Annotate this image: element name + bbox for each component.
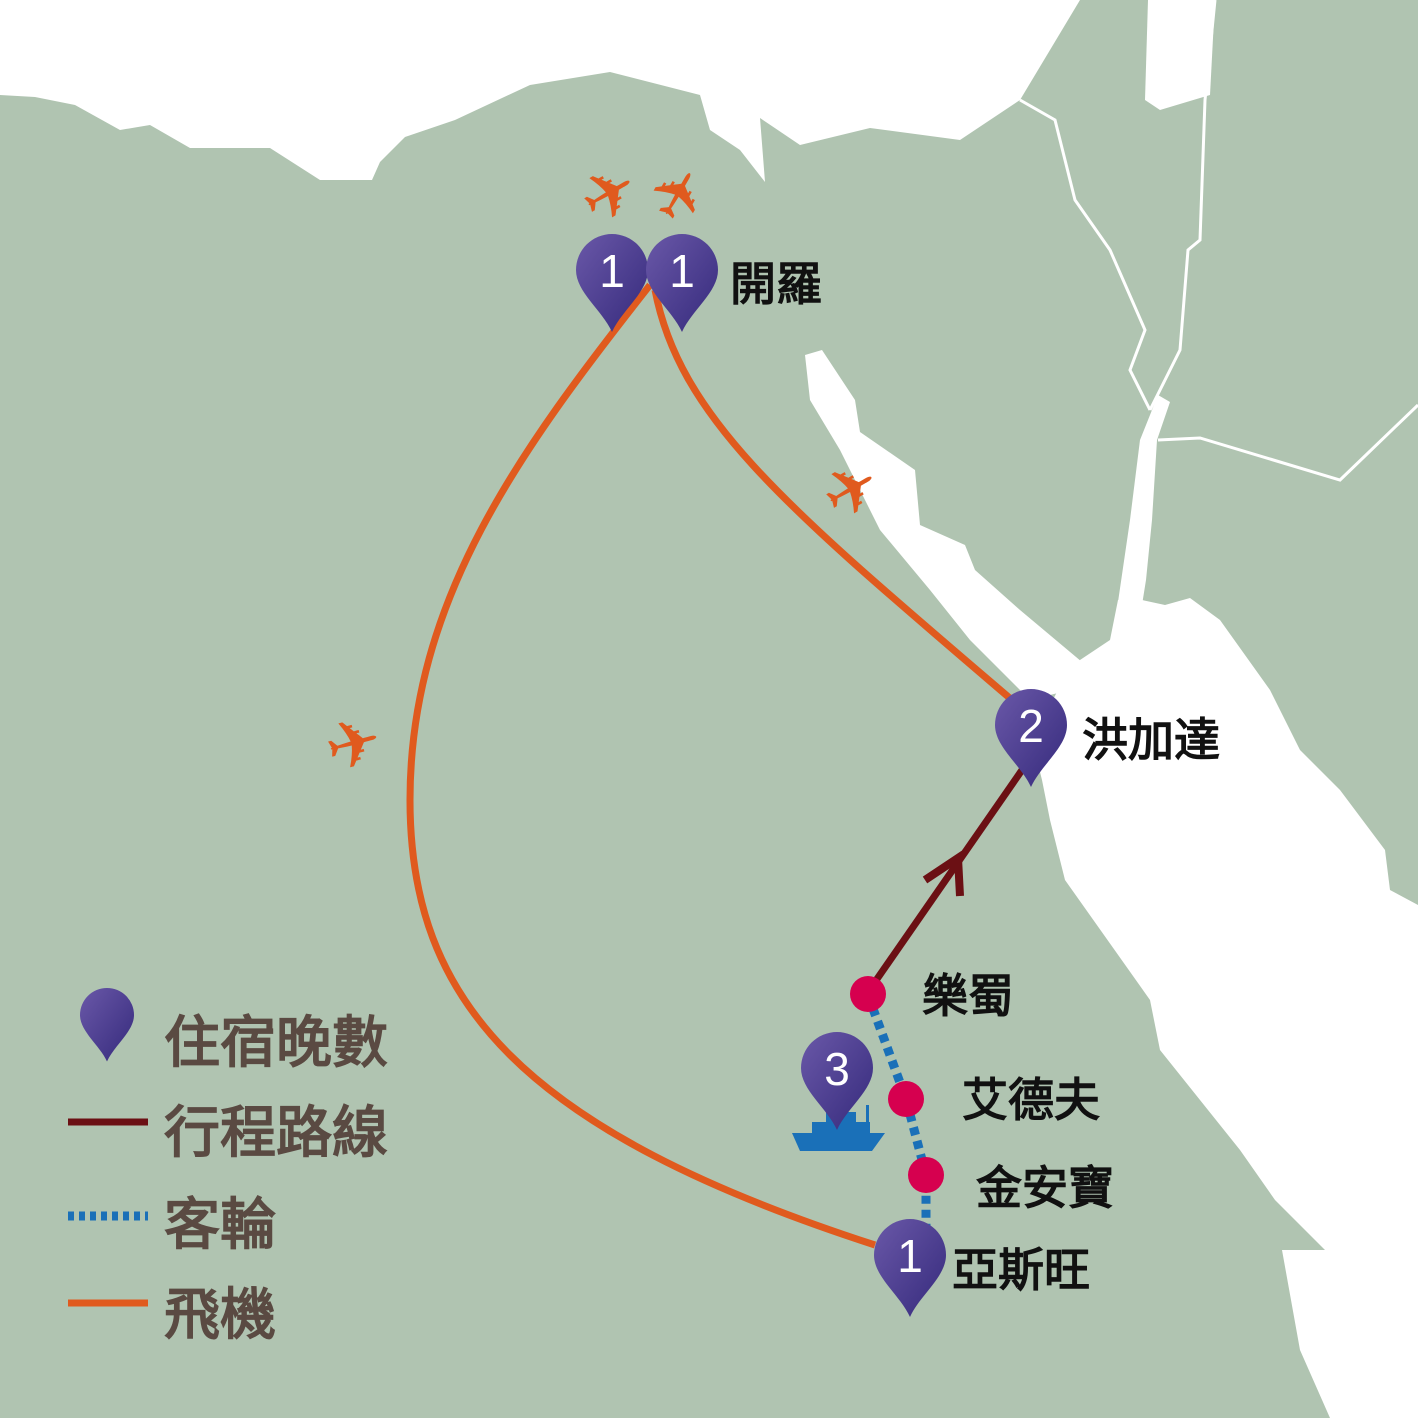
place-label-luxor: 樂蜀 [922, 969, 1014, 1023]
land-route-luxor-hurghada [865, 768, 1025, 994]
place-label-edfu: 艾德夫 [962, 1073, 1100, 1127]
ferry-route [863, 993, 931, 1228]
borders [1019, 0, 1418, 482]
legend-nights: 住宿晚數 [164, 1011, 388, 1076]
place-label-aswan: 亞斯旺 [952, 1243, 1090, 1297]
pin-count-cairo-1: 1 [599, 245, 625, 297]
pin-count-hurghada: 2 [1018, 700, 1044, 752]
flight-route-cairo-hurghada [651, 289, 1015, 703]
place-label-hurghada: 洪加達 [1082, 713, 1220, 767]
pin-count-cruise: 3 [824, 1043, 850, 1095]
pin-count-aswan: 1 [897, 1230, 923, 1282]
dead-sea [1145, 0, 1215, 110]
place-label-cairo: 開羅 [730, 257, 822, 311]
gulf-of-suez [805, 350, 1082, 700]
legend-flight: 飛機 [164, 1283, 276, 1348]
legend-pin-icon [80, 988, 134, 1062]
route-arrow-icon [922, 850, 964, 897]
legend-ferry: 客輪 [164, 1193, 276, 1258]
stop-kom-ombo [908, 1157, 944, 1193]
red-sea [1032, 598, 1418, 1418]
flight-route-aswan-cairo [406, 282, 877, 1249]
stop-edfu [888, 1081, 924, 1117]
gulf-of-aqaba [1118, 395, 1170, 605]
place-label-kom-ombo: 金安寶 [976, 1161, 1114, 1215]
legend-route: 行程路線 [164, 1101, 388, 1166]
stop-luxor [850, 976, 886, 1012]
pin-count-cairo-2: 1 [669, 245, 695, 297]
mediterranean-sea [0, 0, 1418, 182]
